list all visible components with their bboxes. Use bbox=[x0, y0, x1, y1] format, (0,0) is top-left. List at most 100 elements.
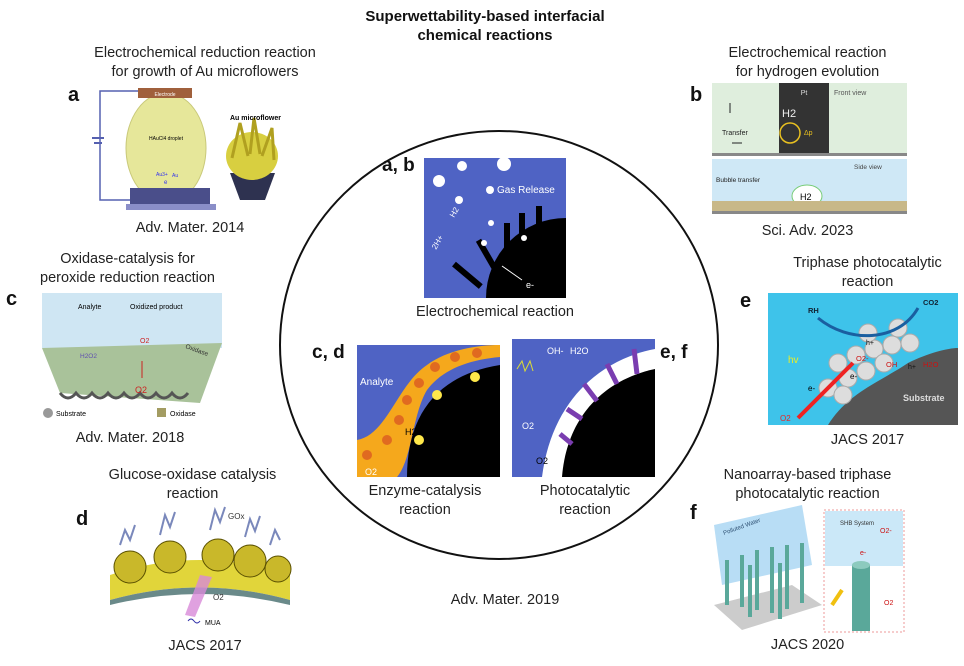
svg-text:H2O2: H2O2 bbox=[80, 353, 97, 360]
panel-a-image: Electrode HAuCl4 droplet Au3+ Au e Au mi… bbox=[92, 88, 281, 210]
panel-e-letter: e bbox=[740, 290, 752, 312]
svg-text:Analyte: Analyte bbox=[360, 377, 394, 388]
electron-label: e bbox=[164, 180, 168, 186]
panel-c-letter: c bbox=[6, 288, 18, 310]
caption-line: reaction bbox=[559, 502, 611, 518]
title-line: for hydrogen evolution bbox=[735, 64, 880, 80]
svg-text:H2: H2 bbox=[800, 192, 812, 202]
title-line: Nanoarray-based triphase bbox=[723, 467, 892, 483]
svg-text:H2O: H2O bbox=[923, 360, 939, 369]
svg-text:Au3+: Au3+ bbox=[156, 172, 168, 178]
svg-text:O2: O2 bbox=[213, 593, 224, 602]
svg-text:MUA: MUA bbox=[205, 620, 221, 627]
center-cd-image: Analyte H2O2 O2 bbox=[357, 345, 500, 477]
title-line: Electrochemical reduction reaction bbox=[94, 45, 316, 61]
center-ef-caption: Photocatalytic reaction bbox=[505, 482, 665, 520]
svg-text:Substrate: Substrate bbox=[56, 411, 86, 418]
panel-d-letter: d bbox=[76, 508, 89, 530]
center-cd-letter: c, d bbox=[312, 342, 345, 363]
center-cd-caption: Enzyme-catalysis reaction bbox=[345, 482, 505, 520]
svg-text:O2: O2 bbox=[536, 456, 548, 466]
svg-text:OH-: OH- bbox=[547, 346, 564, 356]
svg-text:Pt: Pt bbox=[801, 90, 808, 97]
panel-c-title: Oxidase-catalysis for peroxide reduction… bbox=[10, 250, 245, 288]
panel-a-citation: Adv. Mater. 2014 bbox=[135, 220, 245, 236]
title-line: photocatalytic reaction bbox=[735, 486, 880, 502]
svg-text:O2: O2 bbox=[140, 338, 149, 345]
panel-e-image: RH CO2 hv h+ h+ O2- OH H2O e- e- O2 Subs… bbox=[768, 293, 958, 425]
panel-e-citation: JACS 2017 bbox=[830, 432, 905, 448]
svg-text:HAuCl4 droplet: HAuCl4 droplet bbox=[149, 136, 184, 142]
panel-f-citation: JACS 2020 bbox=[770, 637, 845, 653]
center-ef-image: OH- H2O O2 O2 bbox=[512, 339, 655, 477]
panel-b-citation: Sci. Adv. 2023 bbox=[761, 223, 854, 239]
svg-text:CO2: CO2 bbox=[923, 298, 938, 307]
title-line: Electrochemical reaction bbox=[728, 45, 887, 61]
panel-f-image: Polluted Water SHB System e- O2- O2 bbox=[714, 505, 905, 633]
center-ef-letter: e, f bbox=[660, 342, 688, 363]
center-citation: Adv. Mater. 2019 bbox=[450, 592, 560, 608]
svg-text:Au microflower: Au microflower bbox=[230, 115, 281, 122]
svg-text:RH: RH bbox=[808, 306, 819, 315]
title-line: Oxidase-catalysis for bbox=[60, 251, 195, 267]
panel-d-image: GOx O2 MUA bbox=[110, 506, 292, 627]
svg-text:e-: e- bbox=[860, 550, 867, 557]
panel-a-letter: a bbox=[68, 84, 80, 106]
figure-title: Superwettability-based interfacial chemi… bbox=[335, 7, 635, 45]
panel-f-letter: f bbox=[690, 502, 697, 524]
svg-text:O2: O2 bbox=[135, 385, 147, 395]
svg-text:Gas Release: Gas Release bbox=[497, 185, 555, 196]
panel-e-title: Triphase photocatalytic reaction bbox=[770, 254, 964, 292]
svg-text:O2: O2 bbox=[365, 467, 377, 477]
svg-text:e-: e- bbox=[850, 372, 857, 381]
center-ab-caption: Electrochemical reaction bbox=[416, 304, 574, 320]
svg-text:h+: h+ bbox=[908, 364, 916, 371]
panel-b-letter: b bbox=[690, 84, 703, 106]
svg-text:Δp: Δp bbox=[804, 130, 813, 137]
title-line: reaction bbox=[166, 486, 219, 502]
panel-c-citation: Adv. Mater. 2018 bbox=[75, 430, 185, 446]
svg-text:O2: O2 bbox=[780, 414, 791, 423]
panel-d-title: Glucose-oxidase catalysis reaction bbox=[80, 466, 305, 504]
svg-text:Side view: Side view bbox=[854, 164, 882, 171]
caption-line: Photocatalytic bbox=[539, 483, 631, 499]
svg-text:H2O: H2O bbox=[570, 346, 589, 356]
svg-text:GOx: GOx bbox=[228, 512, 244, 521]
title-line: peroxide reduction reaction bbox=[40, 270, 215, 286]
svg-text:H2O2: H2O2 bbox=[405, 427, 429, 437]
svg-text:H2: H2 bbox=[782, 108, 796, 120]
panel-c-image: Analyte Oxidized product Oxidase H2O2 O2… bbox=[42, 293, 222, 418]
figure-title-line: chemical reactions bbox=[417, 27, 553, 44]
electrode bbox=[138, 88, 192, 98]
svg-text:e-: e- bbox=[808, 384, 815, 393]
svg-text:O2: O2 bbox=[884, 600, 893, 607]
caption-line: reaction bbox=[399, 502, 451, 518]
center-circle bbox=[279, 130, 719, 560]
svg-text:e-: e- bbox=[526, 280, 534, 290]
center-ab-image: Gas Release H2 2H+ e- bbox=[424, 158, 566, 298]
title-line: Glucose-oxidase catalysis bbox=[108, 467, 277, 483]
panel-b-title: Electrochemical reaction for hydrogen ev… bbox=[700, 44, 915, 82]
svg-text:Au: Au bbox=[172, 173, 178, 179]
svg-text:SHB System: SHB System bbox=[840, 521, 874, 527]
svg-text:h+: h+ bbox=[866, 340, 874, 347]
svg-text:Substrate: Substrate bbox=[903, 393, 945, 403]
svg-text:Bubble transfer: Bubble transfer bbox=[716, 177, 761, 184]
title-line: reaction bbox=[841, 274, 894, 290]
center-ab-letter: a, b bbox=[382, 155, 415, 176]
svg-text:O2-: O2- bbox=[856, 354, 869, 363]
figure-title-line: Superwettability-based interfacial bbox=[365, 8, 605, 25]
panel-f-title: Nanoarray-based triphase photocatalytic … bbox=[700, 466, 915, 504]
svg-text:Transfer: Transfer bbox=[722, 130, 748, 137]
svg-text:O2-: O2- bbox=[880, 528, 892, 535]
svg-text:O2: O2 bbox=[522, 421, 534, 431]
panel-d-citation: JACS 2017 bbox=[168, 638, 242, 654]
panel-a-title: Electrochemical reduction reaction for g… bbox=[55, 44, 355, 82]
title-line: Triphase photocatalytic bbox=[793, 255, 942, 271]
electrode-label: Electrode bbox=[154, 92, 175, 98]
panel-b-image: Pt Front view H2 Δp Transfer Side view B… bbox=[712, 83, 907, 214]
svg-text:OH: OH bbox=[886, 360, 897, 369]
svg-text:Front view: Front view bbox=[834, 90, 867, 97]
svg-text:Analyte: Analyte bbox=[78, 304, 101, 311]
svg-text:hv: hv bbox=[788, 355, 799, 366]
